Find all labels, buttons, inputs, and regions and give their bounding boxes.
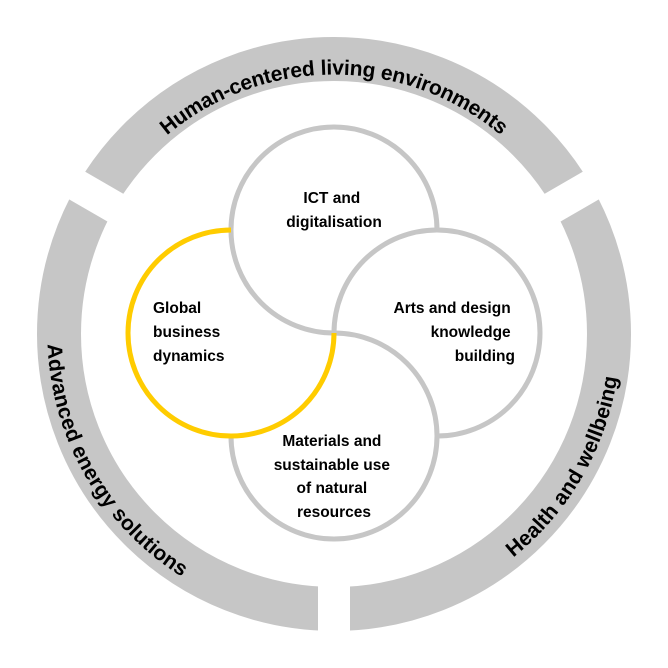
pinwheel: [125, 124, 543, 542]
label-arts: Arts and design knowledge building: [394, 300, 515, 365]
circle-arts: [331, 227, 543, 439]
outer-ring: [37, 37, 631, 660]
circle-materials: [228, 330, 440, 542]
circle-ict: [228, 124, 440, 336]
ring-gap-right: [325, 157, 625, 348]
ring-gap-left: [43, 157, 343, 348]
circle-global: [125, 227, 337, 439]
label-materials: Materials and sustainable use of natural…: [274, 433, 395, 521]
label-global: Global business dynamics: [153, 300, 225, 365]
label-ict: ICT and digitalisation: [286, 190, 382, 231]
